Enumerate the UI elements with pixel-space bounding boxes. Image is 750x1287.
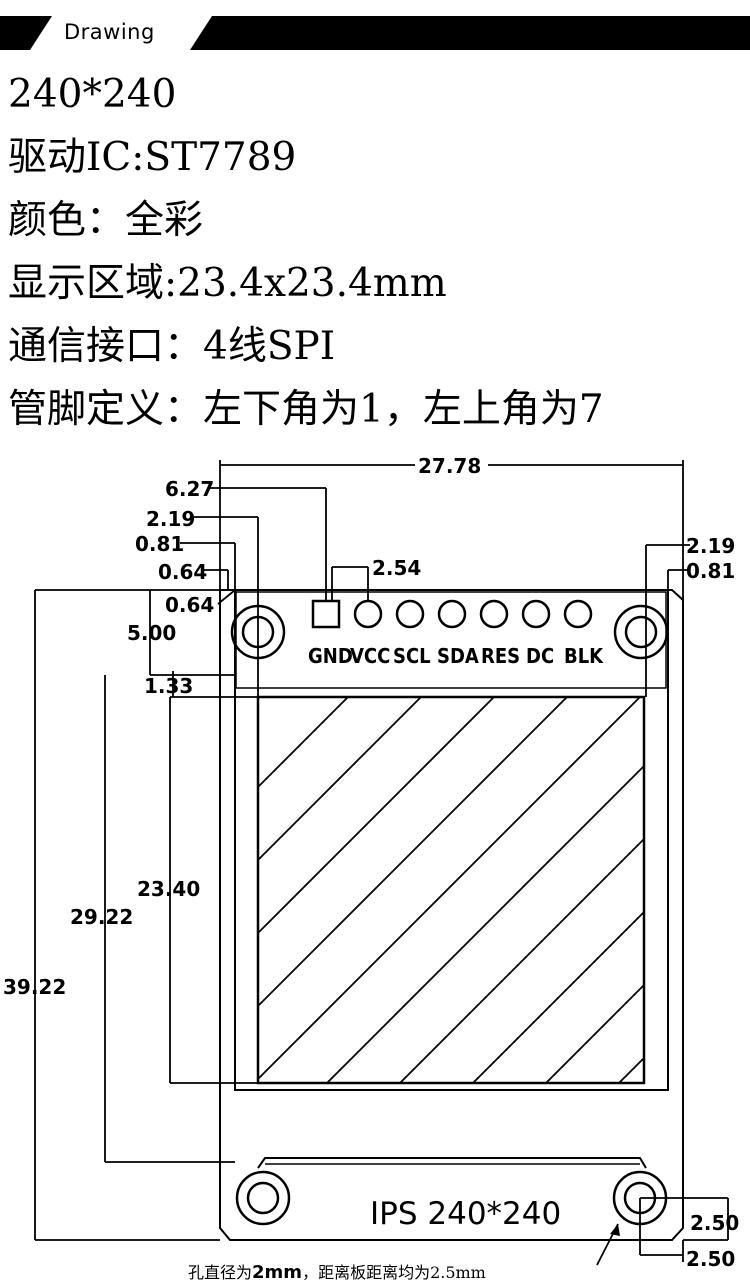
dim-pin-pitch: 2.54	[372, 556, 421, 580]
board-outline	[219, 589, 684, 1241]
mounting-hole-bottom-left	[235, 1170, 291, 1226]
spec-driver-ic: 驱动IC:ST7789	[8, 135, 297, 180]
dim-top-gap: 1.33	[144, 674, 193, 698]
dim-pin1-offset: 6.27	[165, 477, 214, 501]
dim-top-height: 5.00	[127, 621, 176, 645]
pin-pad-dc	[521, 599, 551, 629]
hole-note-part2: ，距离板距离均为2.5mm	[302, 1263, 486, 1282]
spec-resolution: 240*240	[8, 72, 177, 117]
pin-label-vcc: VCC	[350, 644, 390, 668]
module-frame-inner	[235, 591, 667, 689]
spec-interface: 通信接口：4线SPI	[8, 324, 336, 369]
mechanical-drawing: GND VCC SCL SDA RES DC BLK IPS 240*240	[3, 454, 739, 1283]
header-label: Drawing	[64, 20, 155, 44]
module-frame	[234, 589, 669, 1091]
header-tab	[30, 16, 212, 50]
hole-note: 孔直径为2mm，距离板距离均为2.5mm	[188, 1262, 486, 1283]
pin-label-res: RES	[481, 644, 520, 668]
dim-width-total: 27.78	[418, 454, 481, 478]
dim-left-frame: 0.81	[135, 532, 184, 556]
pin-pad-res	[479, 599, 509, 629]
dimension-lines	[34, 460, 729, 1266]
display-area	[256, 695, 646, 1085]
hole-note-part1: 孔直径为	[188, 1263, 252, 1282]
dim-hole-x: 2.50	[690, 1211, 739, 1235]
dim-right-margin: 2.19	[686, 534, 735, 558]
dim-left-edge-b: 0.64	[165, 593, 214, 617]
pin-label-sda: SDA	[437, 644, 479, 668]
pin-label-scl: SCL	[393, 644, 431, 668]
pin-pad-sda	[437, 599, 467, 629]
dim-hole-y: 2.50	[686, 1247, 735, 1271]
pin-label-gnd: GND	[308, 644, 353, 668]
spec-display-area: 显示区域:23.4x23.4mm	[8, 261, 447, 306]
pin-label-dc: DC	[526, 644, 554, 668]
flex-connector	[257, 1157, 647, 1169]
hole-note-bold: 2mm	[252, 1262, 302, 1283]
pin-pad-scl	[395, 599, 425, 629]
dim-left-edge-a: 0.64	[158, 560, 207, 584]
pin-pad-gnd	[311, 599, 341, 629]
note-leader-arrow	[610, 1224, 620, 1236]
mounting-hole-top-right	[613, 604, 669, 660]
pin-pad-vcc	[353, 599, 383, 629]
dim-right-frame: 0.81	[686, 559, 735, 583]
dim-board-height: 39.22	[3, 975, 66, 999]
dim-display-height: 23.40	[137, 877, 200, 901]
pin-pad-blk	[563, 599, 593, 629]
dim-frame-height: 29.22	[70, 905, 133, 929]
spec-pin-definition: 管脚定义：左下角为1，左上角为7	[8, 387, 604, 432]
display-hatch	[258, 697, 644, 1083]
spec-color: 颜色：全彩	[8, 198, 204, 243]
brand-label: IPS 240*240	[370, 1196, 561, 1232]
dim-left-margin: 2.19	[146, 507, 195, 531]
pin-label-blk: BLK	[564, 644, 604, 668]
